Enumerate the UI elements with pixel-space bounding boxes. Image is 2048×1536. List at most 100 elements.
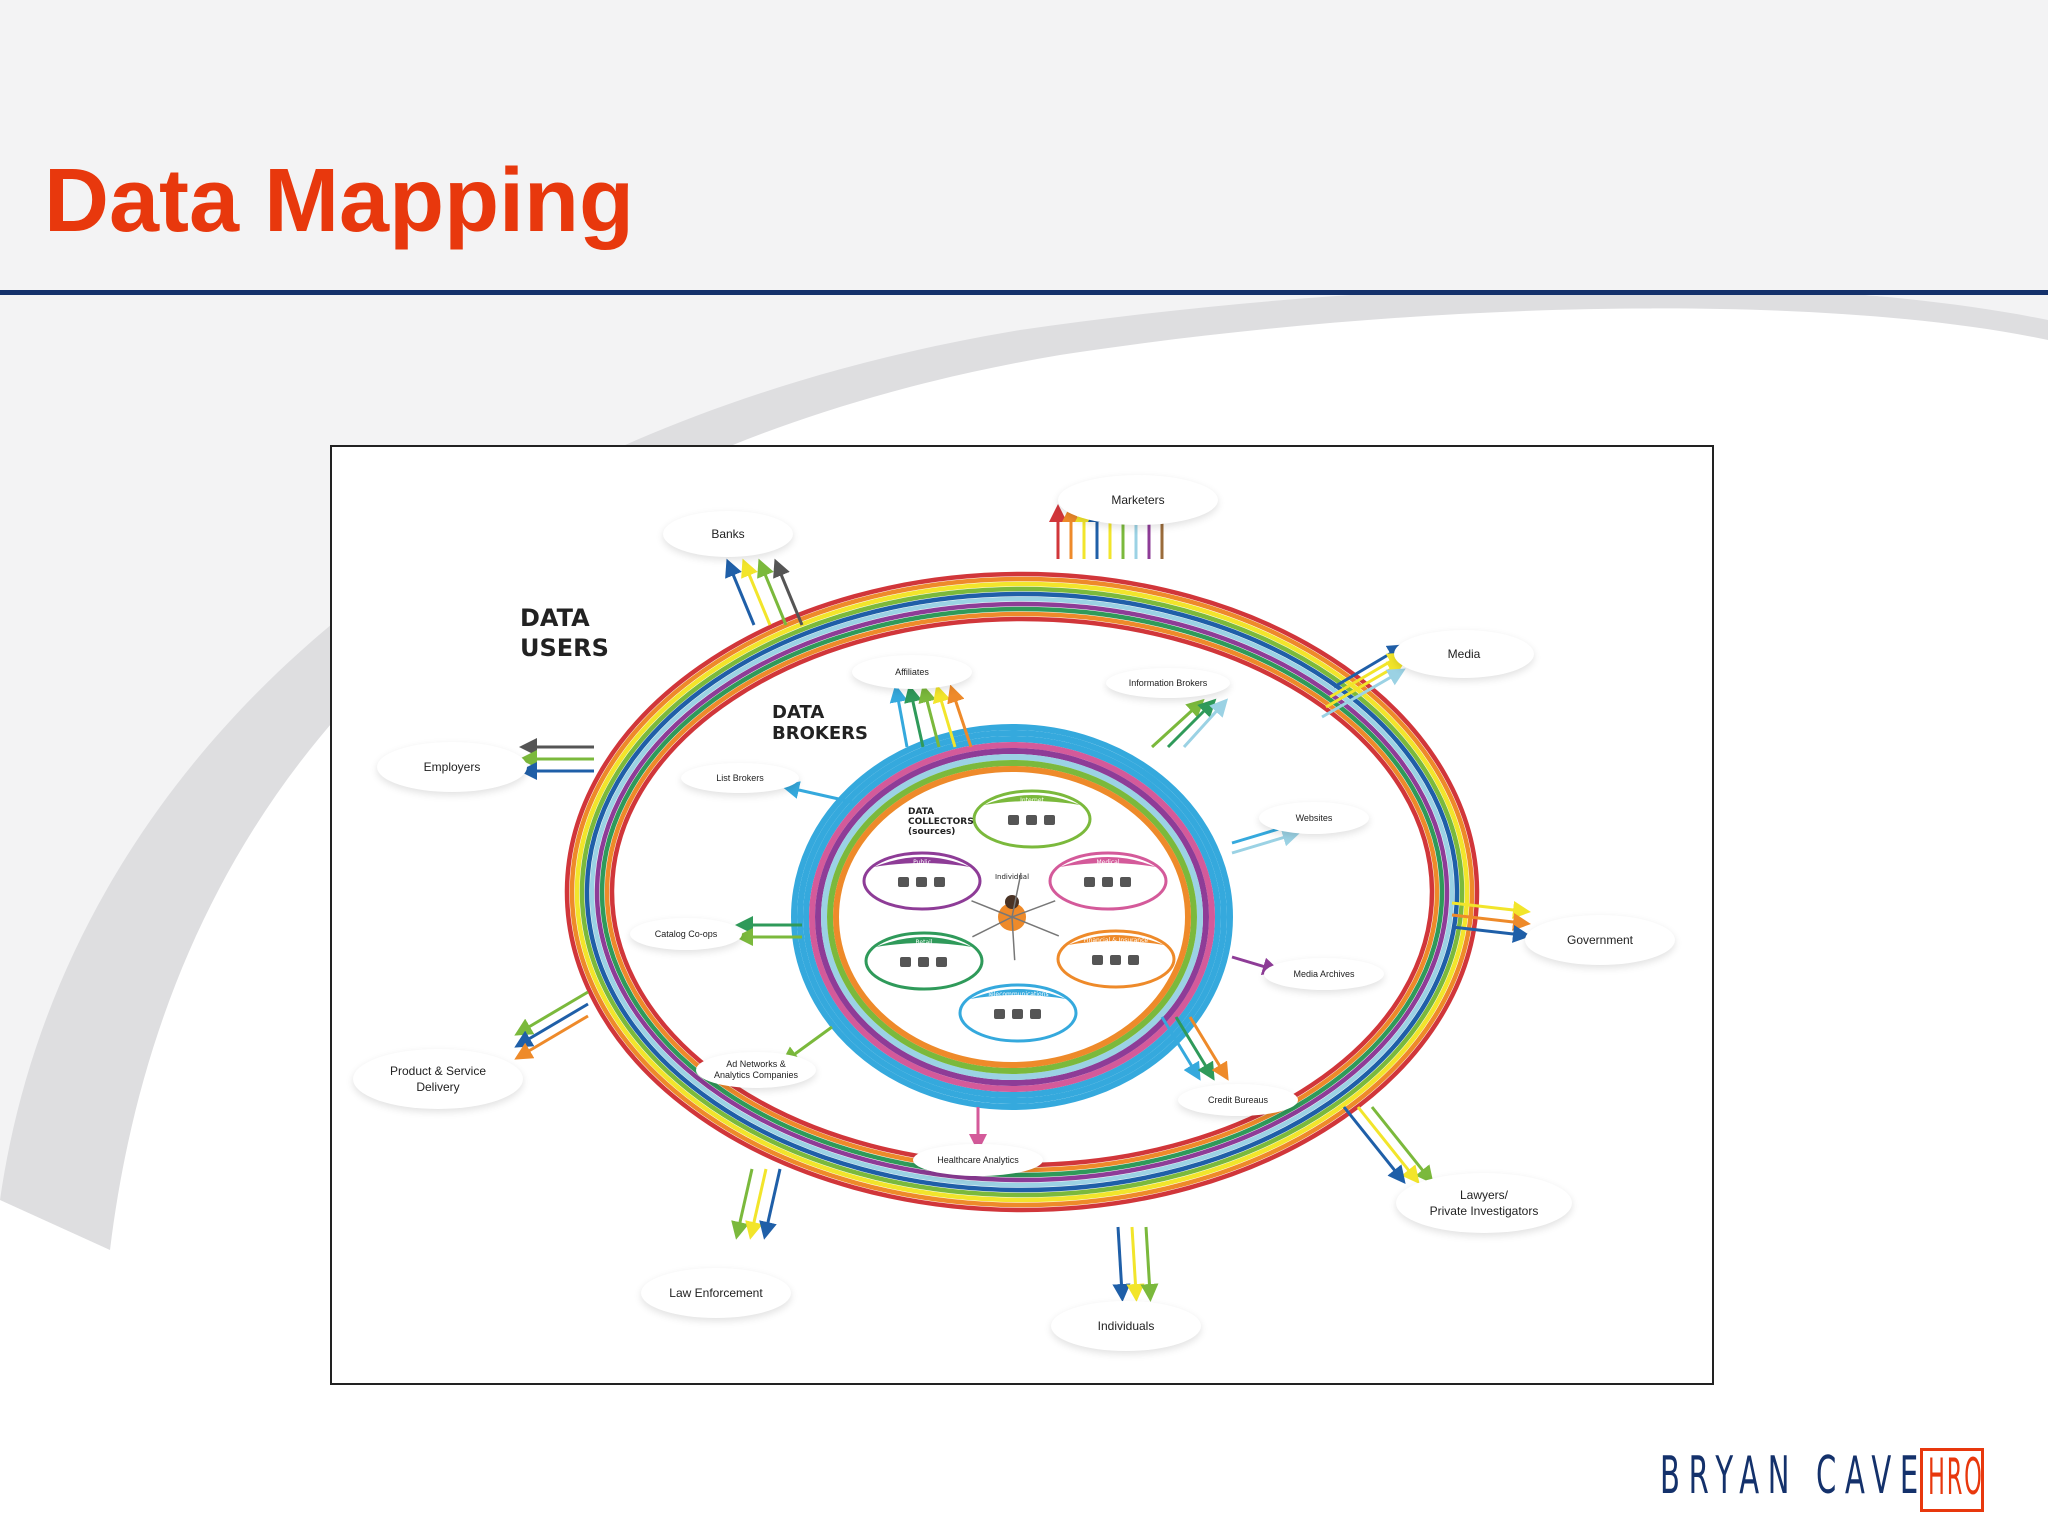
collector-bubble-cap	[984, 795, 1080, 805]
user-bubble-media: Media	[1394, 630, 1534, 678]
center-connector	[971, 900, 1013, 918]
arrow-to-government	[1451, 901, 1531, 919]
user-bubble-government: Government	[1525, 915, 1675, 965]
arrow-to-credit-bureaus	[1188, 1016, 1229, 1081]
logo-badge	[1920, 1448, 1984, 1512]
collector-ring-band	[827, 760, 1197, 1074]
arrow-to-lawyers	[1356, 1106, 1420, 1185]
collector-source-icon	[916, 877, 927, 887]
arrow-to-info-brokers	[1166, 698, 1217, 749]
center-connector	[972, 916, 1013, 938]
collector-bubble-cap	[876, 937, 972, 947]
collector-source-icon	[1026, 815, 1037, 825]
arrow-to-lawyers	[1342, 1106, 1406, 1185]
heading-data-collectors: DATA COLLECTORS (sources)	[908, 807, 974, 837]
center-connector	[1011, 916, 1060, 937]
outer-ring-band	[594, 601, 1450, 1183]
outer-ring-band	[589, 596, 1455, 1188]
logo-wordmark: BRYAN CAVE	[1660, 1446, 1927, 1506]
company-logo: BRYAN CAVE HRO	[1660, 1446, 2000, 1516]
broker-bubble-media-archives: Media Archives	[1264, 958, 1384, 990]
collector-source-icon	[934, 877, 945, 887]
arrow-to-product-delivery	[514, 1014, 589, 1060]
slide-title: Data Mapping	[44, 151, 635, 251]
arrow-to-law-enforcement	[745, 1168, 768, 1240]
collector-bubble-label: Medical	[1097, 859, 1120, 866]
collector-bubble-cap	[1068, 935, 1164, 945]
broker-bubble-information-brokers: Information Brokers	[1106, 668, 1230, 698]
collector-bubble-label: Financial & Insurance	[1084, 937, 1149, 944]
arrow-to-banks	[773, 558, 804, 626]
broker-bubble-affiliates: Affiliates	[852, 655, 972, 689]
collector-source-icon	[1110, 955, 1121, 965]
arrow-to-media-archives	[1231, 955, 1281, 976]
arrow-to-individuals	[1112, 1226, 1131, 1302]
arrow-to-affiliates	[947, 684, 973, 748]
arrow-to-law-enforcement	[759, 1168, 782, 1240]
broker-bubble-credit-bureaus: Credit Bureaus	[1178, 1084, 1298, 1116]
arrow-to-government	[1451, 925, 1531, 943]
arrow-to-media	[1321, 668, 1406, 719]
collector-bubble-label: Retail	[916, 939, 933, 946]
arrow-to-individuals	[1126, 1226, 1145, 1302]
collector-source-icon	[900, 957, 911, 967]
collector-source-icon	[918, 957, 929, 967]
collector-ring-band	[833, 766, 1191, 1068]
arrow-to-product-delivery	[514, 990, 589, 1036]
broker-bubble-list-brokers: List Brokers	[681, 763, 799, 793]
collector-source-icon	[898, 877, 909, 887]
collector-source-icon	[1030, 1009, 1041, 1019]
user-bubble-law-enforcement: Law Enforcement	[641, 1268, 791, 1318]
collector-bubble-cap	[874, 857, 970, 867]
outer-ring-band	[574, 581, 1470, 1203]
collector-source-icon	[1044, 815, 1055, 825]
outer-ring-band	[584, 591, 1460, 1193]
user-bubble-employers: Employers	[377, 742, 527, 792]
arrow-to-affiliates	[932, 684, 957, 748]
arrow-to-individuals	[1140, 1226, 1159, 1302]
user-bubble-banks: Banks	[663, 511, 793, 557]
arrow-to-government	[1451, 913, 1531, 931]
user-bubble-marketers: Marketers	[1058, 475, 1218, 525]
collector-source-icon	[1008, 815, 1019, 825]
arrow-to-list-brokers	[781, 781, 853, 804]
broker-bubble-healthcare-analytics: Healthcare Analytics	[913, 1144, 1043, 1176]
collector-bubble-label: Internet	[1020, 797, 1044, 804]
user-bubble-individuals: Individuals	[1051, 1301, 1201, 1351]
collector-source-icon	[1092, 955, 1103, 965]
collector-bubble-label: Public	[913, 859, 931, 866]
collector-ring-band	[809, 742, 1215, 1092]
collector-bubble-label: Telecommunications	[986, 991, 1048, 998]
arrow-to-lawyers	[1370, 1106, 1434, 1185]
arrow-to-credit-bureaus	[1174, 1016, 1215, 1081]
broker-bubble-ad-networks: Ad Networks & Analytics Companies	[696, 1052, 816, 1088]
heading-data-brokers: DATA BROKERS	[772, 702, 868, 744]
arrow-to-credit-bureaus	[1160, 1016, 1201, 1081]
outer-ring-band	[569, 576, 1475, 1208]
center-connector	[1011, 872, 1022, 918]
collector-source-icon	[936, 957, 947, 967]
user-bubble-lawyers: Lawyers/ Private Investigators	[1396, 1173, 1572, 1233]
center-label: Individual	[995, 873, 1029, 881]
arrow-to-affiliates	[889, 684, 909, 748]
arrow-to-banks	[725, 558, 756, 626]
arrow-to-banks	[757, 558, 788, 626]
arrow-to-affiliates	[918, 684, 941, 748]
collector-source-icon	[1128, 955, 1139, 965]
arrow-to-product-delivery	[514, 1002, 589, 1048]
outer-ring-band	[579, 586, 1465, 1198]
user-bubble-product-service-delivery: Product & Service Delivery	[353, 1049, 523, 1109]
individual-head-icon	[1005, 895, 1019, 909]
outer-ring-band	[564, 571, 1480, 1213]
collector-bubble-cap	[970, 989, 1066, 999]
center-connector	[1011, 916, 1016, 961]
arrow-to-info-brokers	[1182, 698, 1229, 749]
arrow-to-banks	[741, 558, 772, 626]
collector-ring-band	[791, 724, 1233, 1110]
collector-bubble-cap	[1060, 857, 1156, 867]
heading-data-users: DATA USERS	[520, 604, 609, 662]
arrow-to-websites	[1231, 828, 1301, 855]
logo-badge-text: HRO	[1928, 1448, 1984, 1506]
collector-source-icon	[994, 1009, 1005, 1019]
